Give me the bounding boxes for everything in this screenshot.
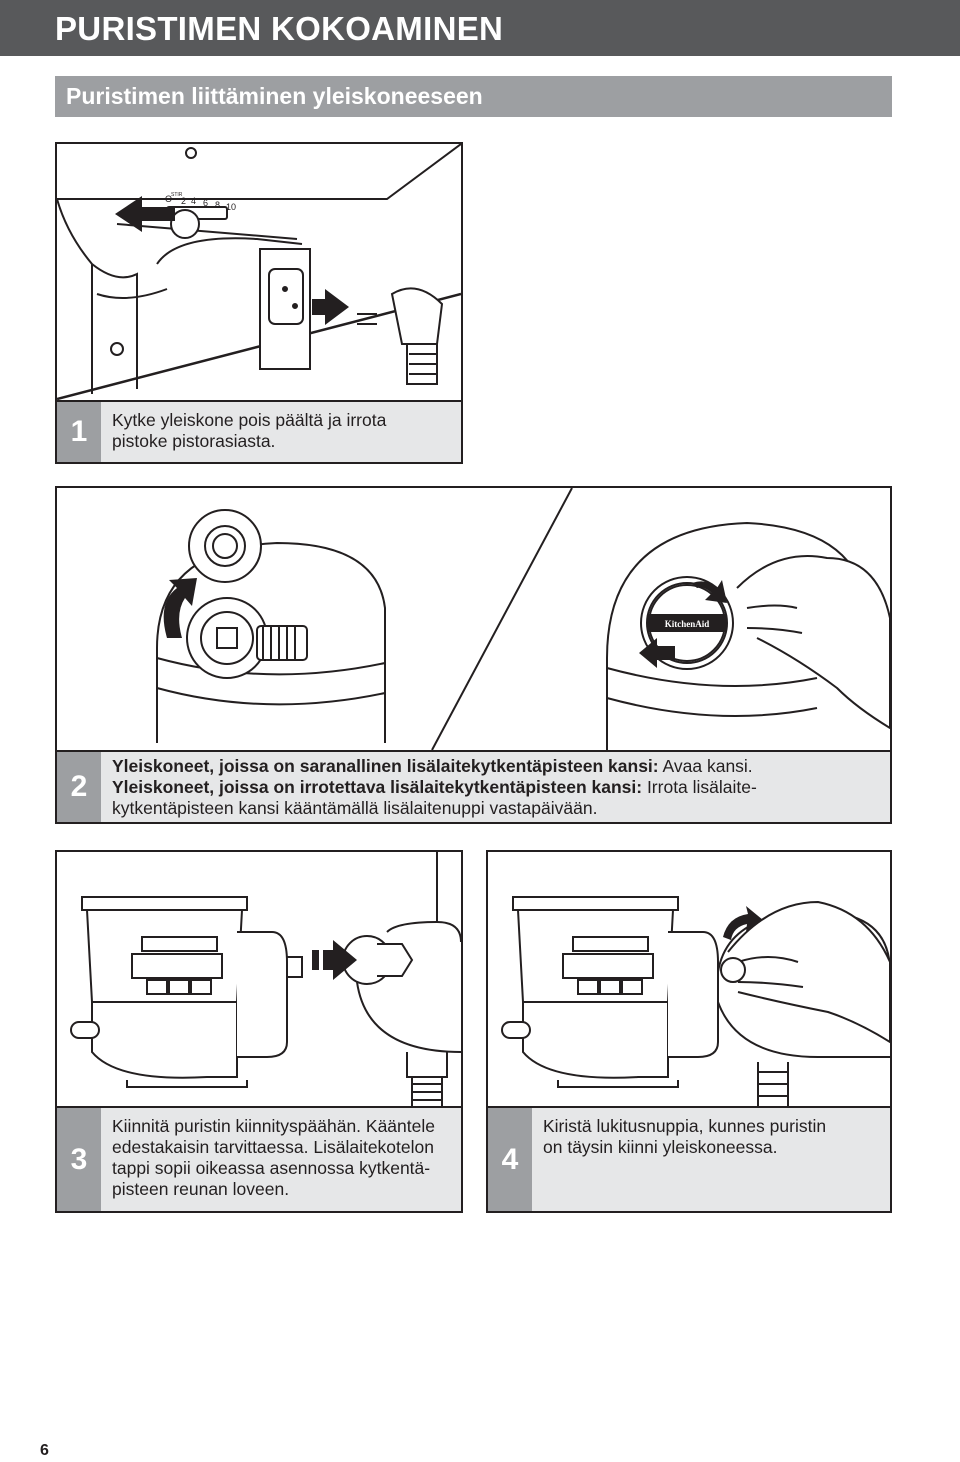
step-1-panel: O STIR 2 4 6 8 10 1 Kytke yleiskone pois… [55, 142, 463, 464]
clockwise-arrow-icon [723, 906, 763, 940]
step-number: 4 [488, 1108, 532, 1211]
unplug-illustration: O STIR 2 4 6 8 10 [57, 144, 461, 401]
step-2-panel: KitchenAid 2 Yleiskoneet, joissa on sara… [55, 486, 892, 824]
page-number: 6 [40, 1442, 49, 1459]
right-arrow-icon [312, 940, 357, 980]
step-number: 1 [57, 402, 101, 462]
dial-label-8: 8 [215, 200, 220, 210]
step-number: 3 [57, 1108, 101, 1211]
dial-label-10: 10 [226, 202, 236, 212]
dial-label-2: 2 [181, 196, 186, 206]
counterclockwise-arrow-icon [692, 580, 727, 603]
right-arrow-icon [312, 289, 349, 325]
attach-juicer-illustration [57, 852, 461, 1108]
step-3-panel: 3 Kiinnitä puristin kiinnityspäähän. Kää… [55, 850, 463, 1213]
step-2-caption: 2 Yleiskoneet, joissa on saranallinen li… [57, 750, 890, 822]
section-title: Puristimen liittäminen yleiskoneeseen [66, 83, 483, 109]
page-title: PURISTIMEN KOKOAMINEN [55, 10, 504, 47]
tighten-knob-illustration [488, 896, 890, 1108]
step-number: 2 [57, 752, 101, 822]
dial-label-4: 4 [191, 196, 196, 206]
hub-cover-illustration: KitchenAid [156, 488, 890, 750]
step-text: Kytke yleiskone pois päältä ja irrota pi… [112, 410, 387, 451]
title-bar: PURISTIMEN KOKOAMINEN [0, 0, 960, 56]
dial-label-stir: STIR [171, 192, 183, 198]
brand-plate-text: KitchenAid [665, 619, 710, 629]
step-text: Yleiskoneet, joissa on saranallinen lisä… [112, 756, 757, 818]
left-arrow-icon [115, 196, 175, 232]
step-1-caption: 1 Kytke yleiskone pois päältä ja irrota … [57, 400, 461, 462]
section-bar: Puristimen liittäminen yleiskoneeseen [55, 76, 892, 117]
step-4-caption: 4 Kiristä lukitusnuppia, kunnes puristin… [488, 1106, 890, 1211]
dial-label-6: 6 [203, 198, 208, 208]
step-text: Kiristä lukitusnuppia, kunnes puristin o… [543, 1116, 827, 1157]
step-text: Kiinnitä puristin kiinnityspäähän. Käänt… [112, 1116, 435, 1199]
dial-label-off: O [165, 194, 172, 204]
step-4-panel: 4 Kiristä lukitusnuppia, kunnes puristin… [486, 850, 892, 1213]
step-3-caption: 3 Kiinnitä puristin kiinnityspäähän. Kää… [57, 1106, 461, 1211]
rotate-arrow-icon [163, 578, 197, 638]
down-arrow-icon [639, 638, 675, 668]
